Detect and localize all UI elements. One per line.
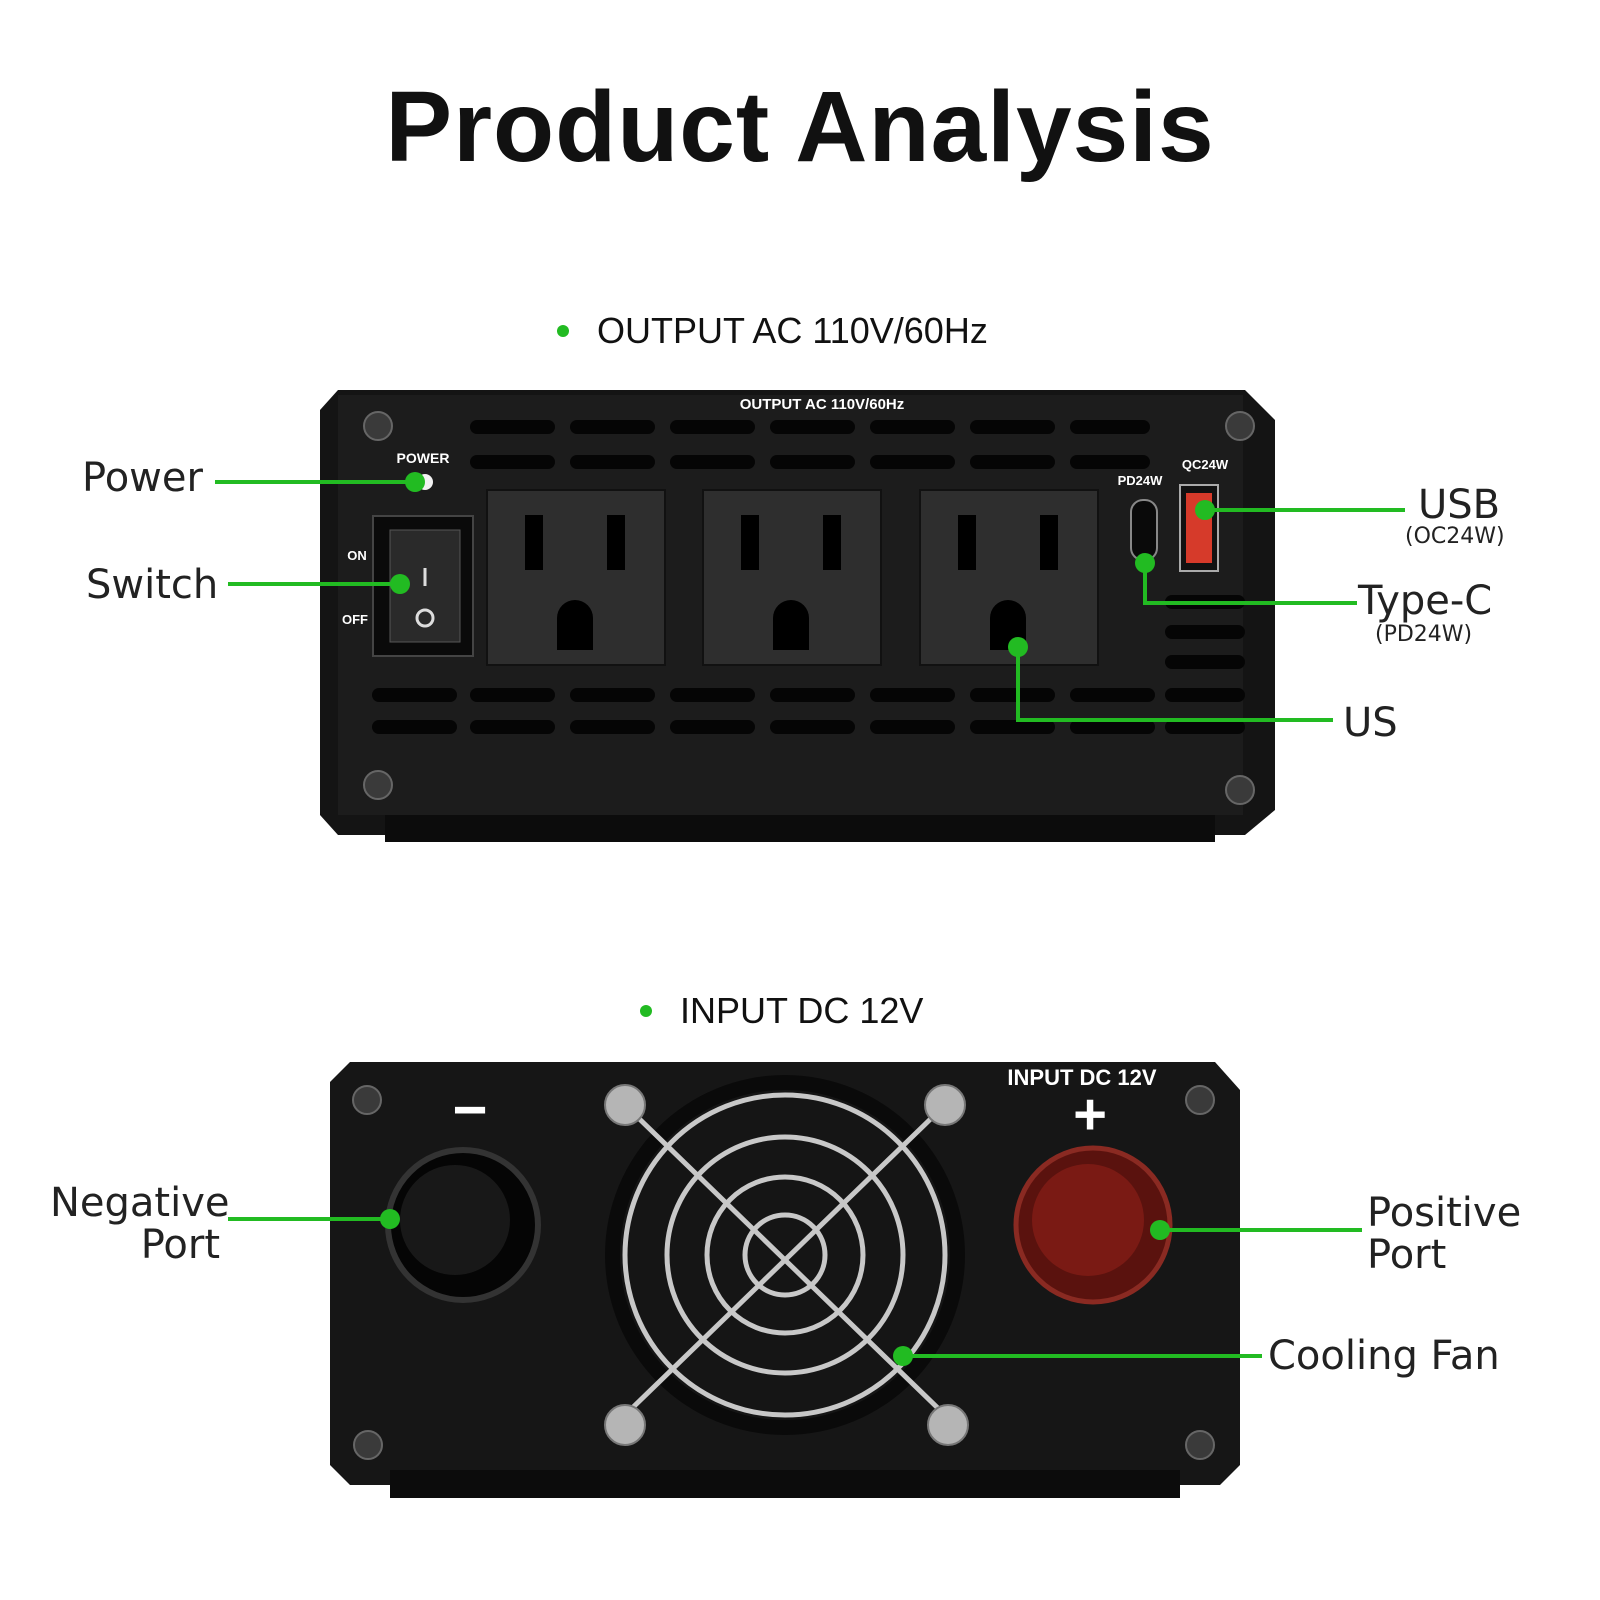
callout-negative-line1: Negative xyxy=(50,1180,230,1226)
cooling-fan xyxy=(604,1075,969,1446)
callout-switch: Switch xyxy=(86,562,219,608)
callout-us: US xyxy=(1343,700,1398,746)
bullet-dot xyxy=(640,1005,652,1017)
callout-typec-sub: (PD24W) xyxy=(1375,622,1473,647)
callout-power: Power xyxy=(82,455,203,501)
us-outlet[interactable] xyxy=(702,489,882,666)
plus-print: + xyxy=(1073,1082,1107,1147)
positive-terminal[interactable] xyxy=(1013,1145,1173,1305)
type-c-port[interactable] xyxy=(1130,499,1158,561)
panel-pd-print: PD24W xyxy=(1118,473,1164,488)
screw-icon xyxy=(1185,1430,1215,1460)
panel-off-print: OFF xyxy=(342,612,368,627)
screw-icon xyxy=(363,770,393,800)
screw-icon xyxy=(363,411,393,441)
input-heading-text: INPUT DC 12V xyxy=(680,990,924,1031)
screw-icon xyxy=(352,1085,382,1115)
minus-print: − xyxy=(452,1076,487,1143)
screw-icon xyxy=(927,1404,969,1446)
output-heading-text: OUTPUT AC 110V/60Hz xyxy=(597,310,988,351)
rocker-switch[interactable] xyxy=(372,515,474,657)
panel-output-print: OUTPUT AC 110V/60Hz xyxy=(740,396,905,413)
input-panel: INPUT DC 12V − + xyxy=(330,1062,1240,1498)
screw-icon xyxy=(604,1084,646,1126)
input-heading: INPUT DC 12V xyxy=(640,990,923,1032)
callout-positive-line1: Positive xyxy=(1367,1190,1522,1236)
callout-dots xyxy=(380,472,1215,1366)
panel-input-print: INPUT DC 12V xyxy=(1007,1065,1156,1090)
panel-on-print: ON xyxy=(347,548,367,563)
callout-usb-sub: (OC24W) xyxy=(1405,524,1505,549)
callout-negative-line2: Port xyxy=(140,1222,220,1268)
screw-icon xyxy=(1185,1085,1215,1115)
page-title: Product Analysis xyxy=(385,71,1215,183)
output-heading: OUTPUT AC 110V/60Hz xyxy=(557,310,988,352)
screw-icon xyxy=(353,1430,383,1460)
negative-terminal[interactable] xyxy=(385,1147,541,1303)
panel-power-print: POWER xyxy=(397,450,450,466)
callout-usb: USB xyxy=(1418,482,1501,528)
screw-icon xyxy=(1225,411,1255,441)
screw-icon xyxy=(604,1404,646,1446)
panel-qc-print: QC24W xyxy=(1182,457,1229,472)
callout-lines xyxy=(215,480,1405,1358)
callout-positive-line2: Port xyxy=(1367,1232,1447,1278)
us-outlet[interactable] xyxy=(919,489,1099,666)
usb-port[interactable] xyxy=(1179,484,1219,572)
callout-cooling-fan: Cooling Fan xyxy=(1268,1333,1500,1379)
bullet-dot xyxy=(557,325,569,337)
output-panel: OUTPUT AC 110V/60Hz POWER ON OFF PD24W Q… xyxy=(320,390,1275,842)
us-outlet[interactable] xyxy=(486,489,666,666)
callout-typec: Type-C xyxy=(1358,578,1493,624)
screw-icon xyxy=(1225,775,1255,805)
screw-icon xyxy=(924,1084,966,1126)
